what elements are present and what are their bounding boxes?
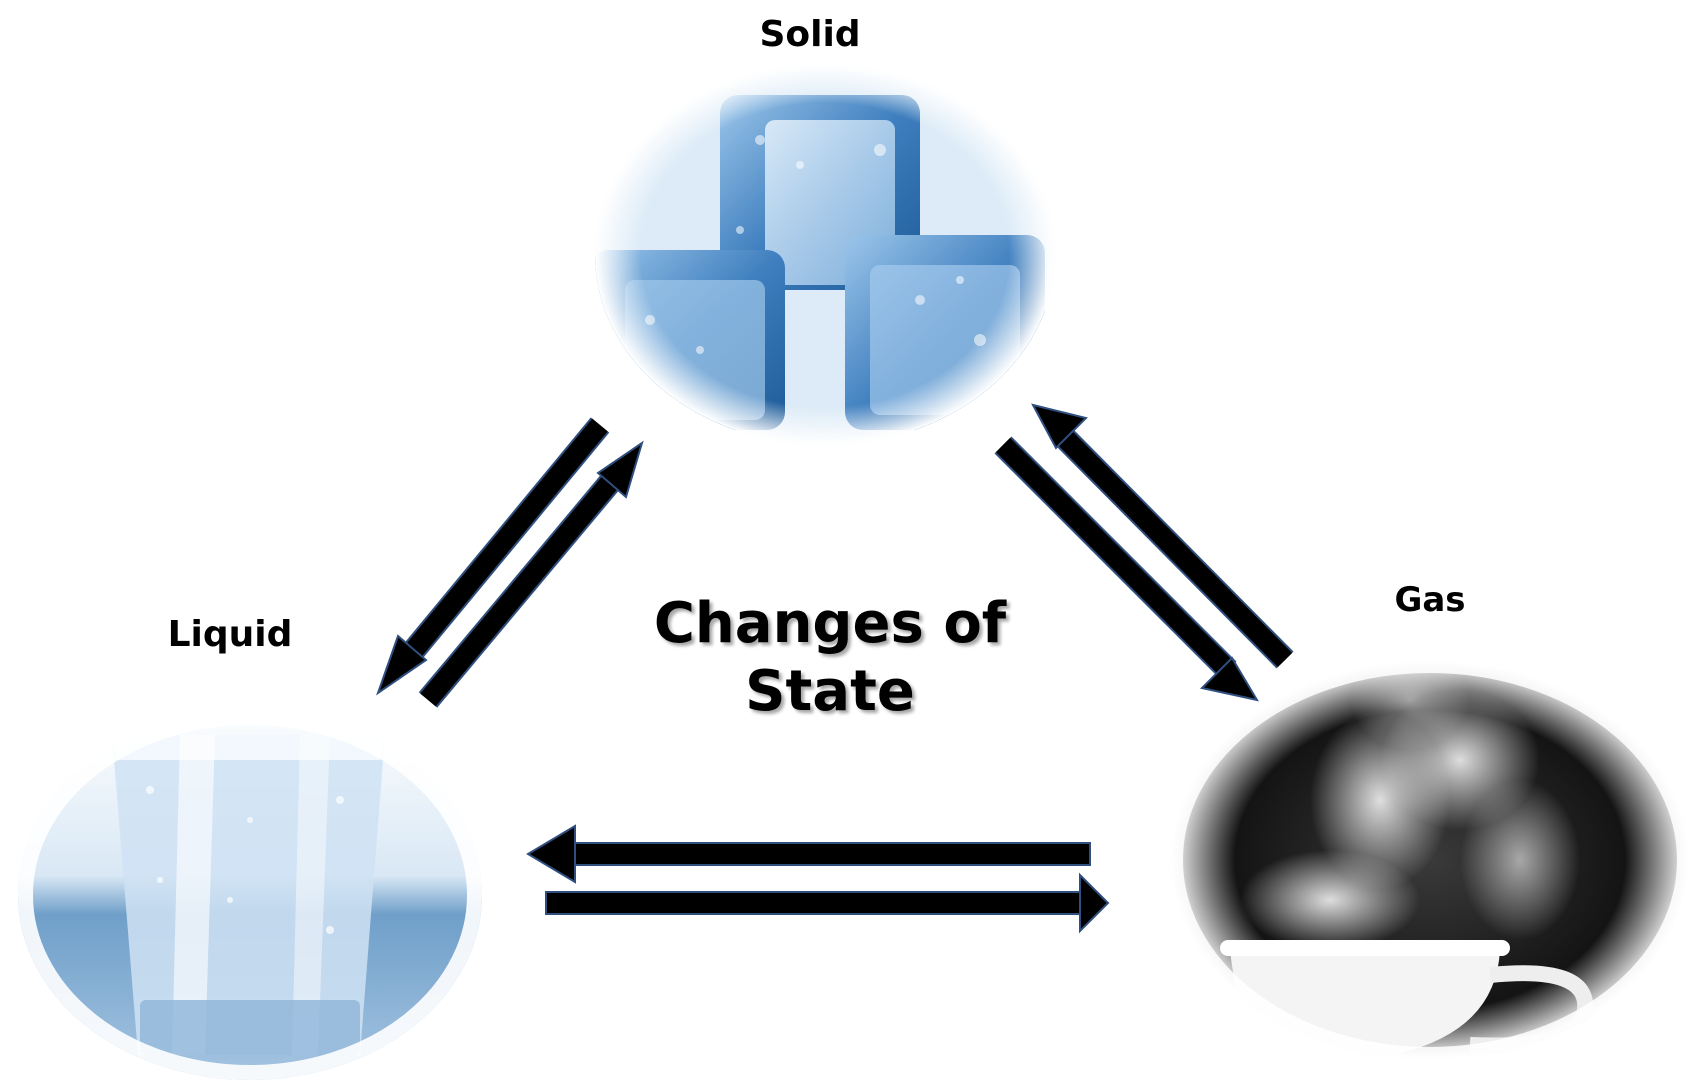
liquid-label: Liquid — [167, 614, 293, 655]
arrow-liquid-to-solid — [418, 440, 644, 708]
title-line-1: Changes of — [653, 591, 1007, 656]
arrow-solid-to-liquid — [376, 417, 610, 696]
gas-label: Gas — [1394, 580, 1466, 620]
arrow-gas-to-liquid — [526, 824, 1091, 884]
arrow-liquid-to-gas — [545, 872, 1110, 934]
ice-cubes-image — [595, 65, 1055, 445]
title-line-2: State — [745, 659, 915, 724]
water-glass-image — [18, 710, 482, 1080]
arrow-gas-to-solid — [1031, 403, 1294, 669]
solid-label: Solid — [759, 14, 861, 55]
arrow-solid-to-gas — [994, 436, 1260, 702]
steam-cup-image — [1170, 660, 1690, 1060]
diagram-title: Changes of State — [600, 590, 1060, 726]
